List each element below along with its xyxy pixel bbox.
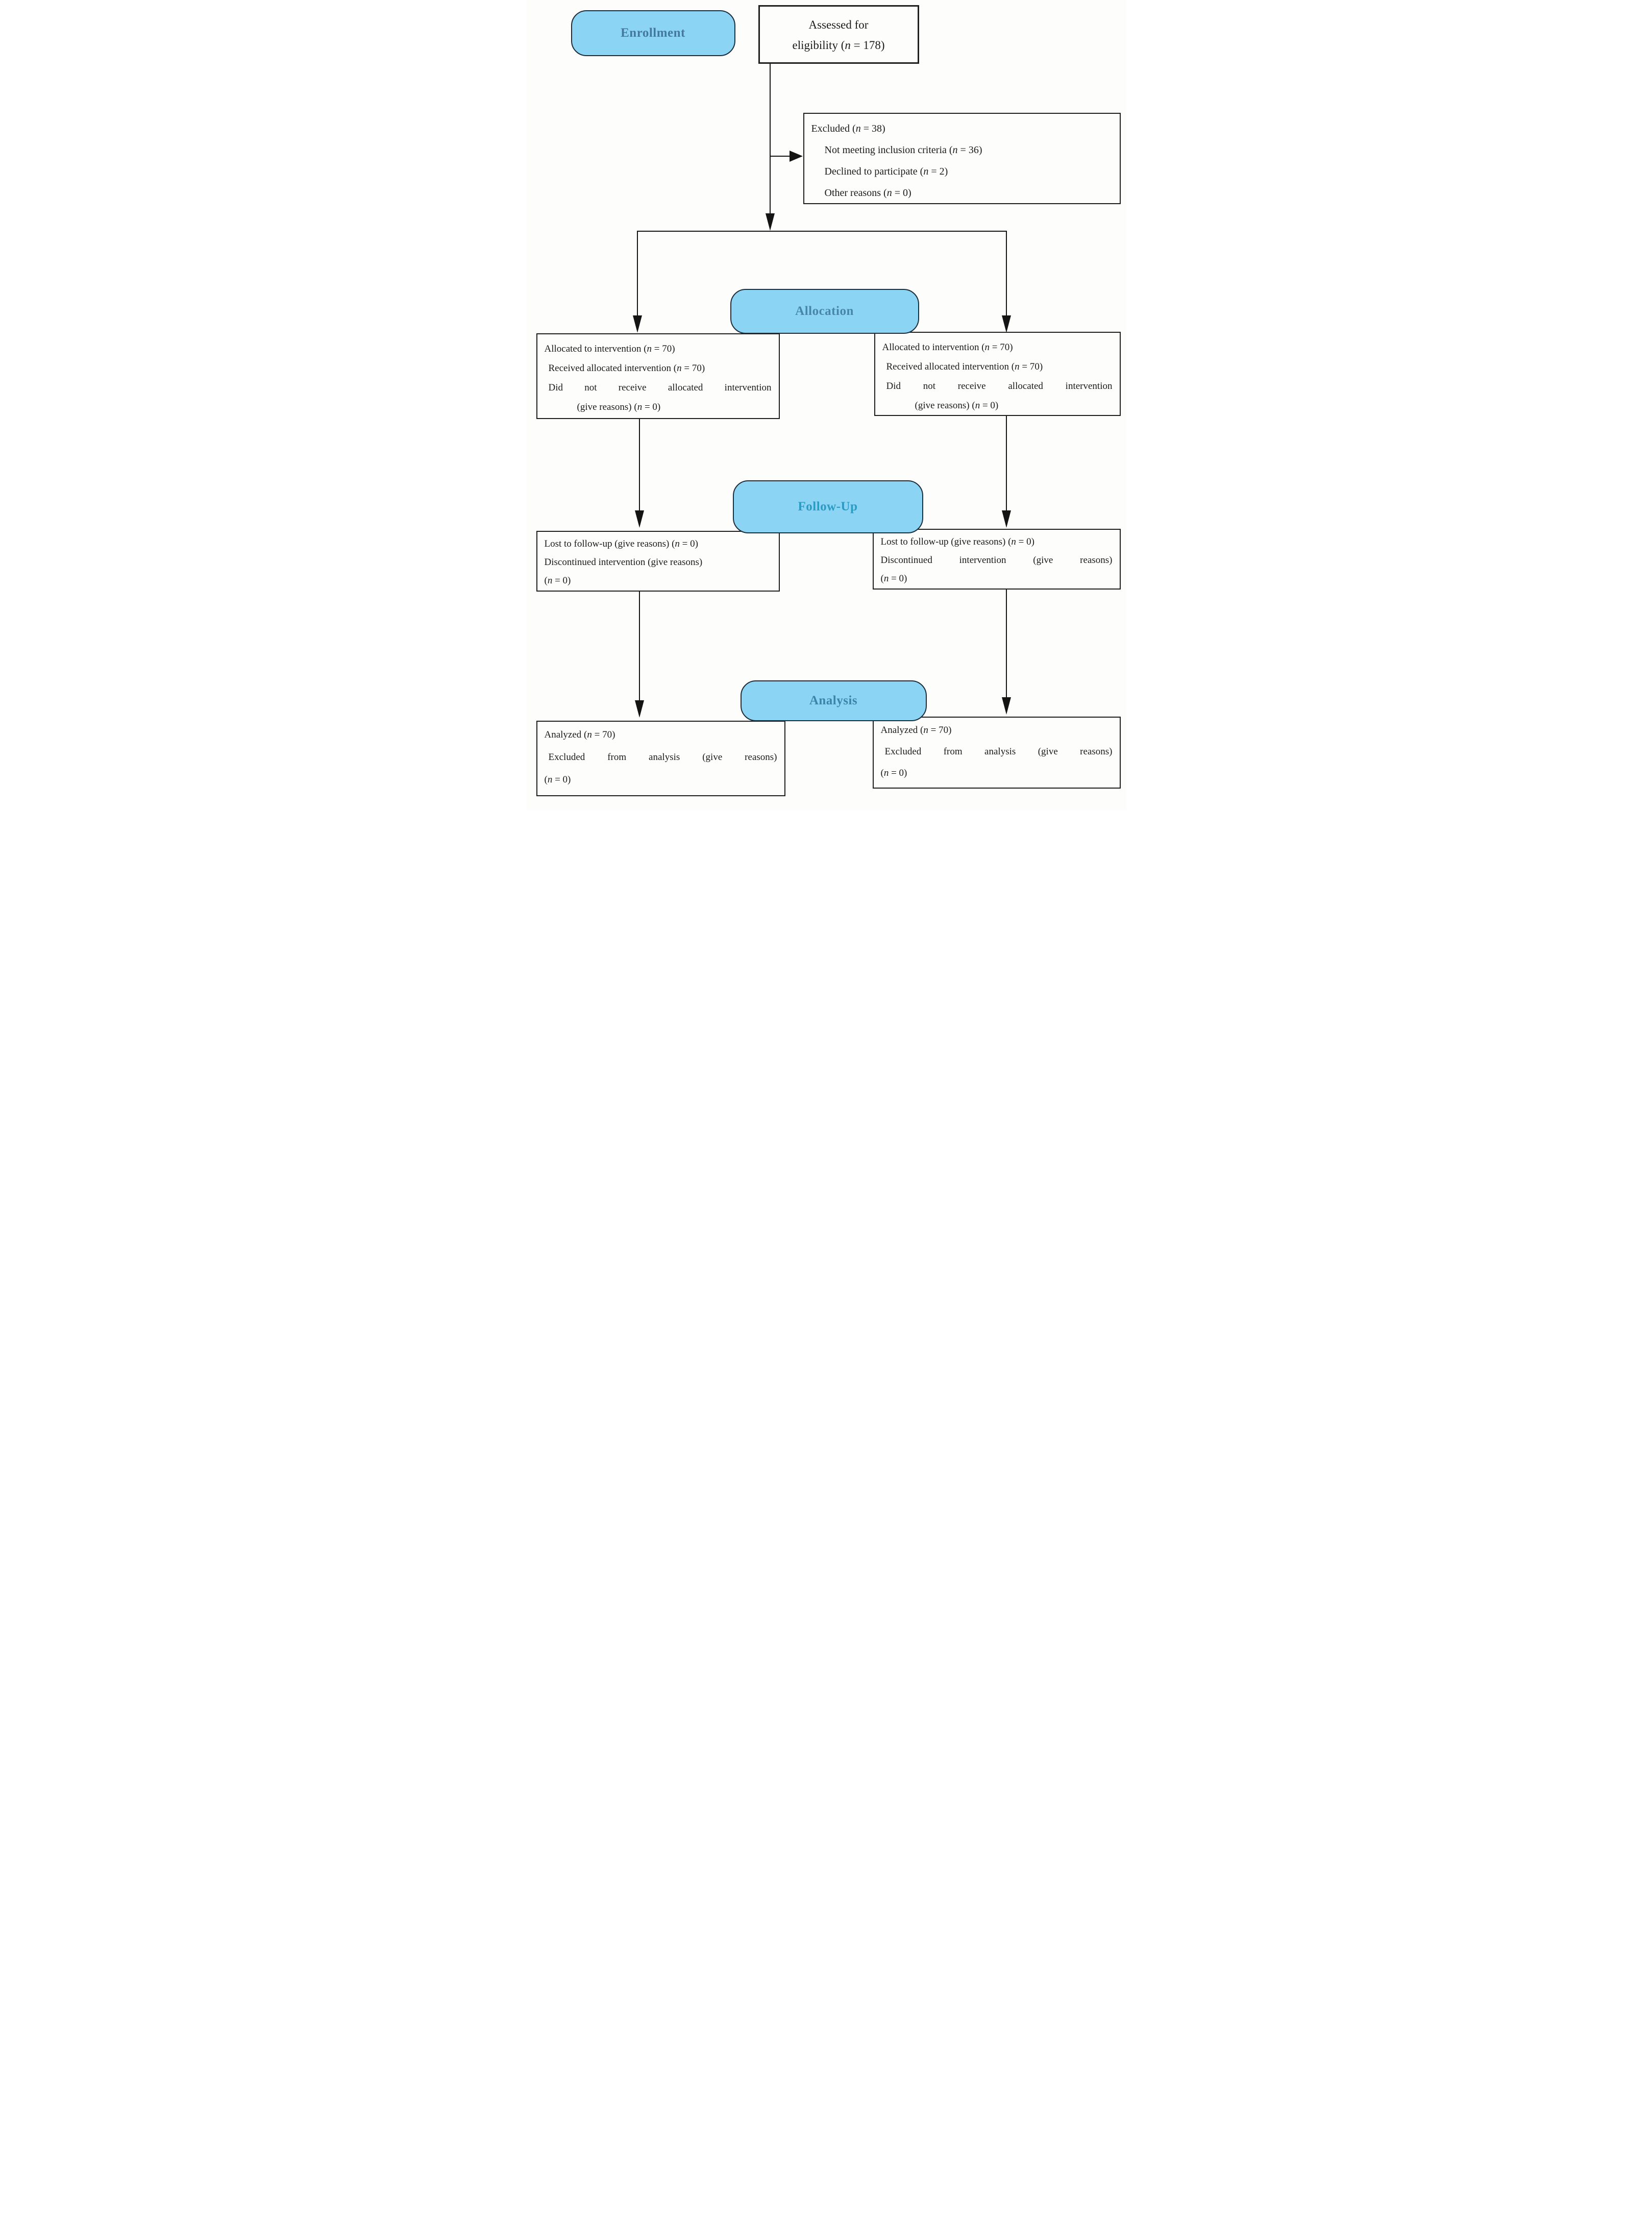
box-text-line: eligibility (n = 178) (792, 39, 885, 52)
box-text-line: Received allocated intervention (n = 70) (548, 363, 705, 374)
box-text-line: (give reasons) (n = 0) (577, 402, 661, 412)
arrow-down-icon (765, 213, 775, 231)
analysis-stage-label: Analysis (809, 694, 858, 707)
enrollment-stage-label: Enrollment (621, 26, 685, 40)
box-text-line: Discontinued intervention (give reasons) (880, 555, 1113, 566)
arrow-down-icon (1001, 510, 1011, 528)
box-text-line: Analyzed (n = 70) (880, 725, 952, 736)
connector-left-down (636, 231, 638, 315)
connector-excluded (770, 156, 790, 157)
box-text-line: Assessed for (808, 18, 869, 31)
arrow-down-icon (1001, 315, 1011, 333)
consort-flow-diagram: Enrollment Assessed for eligibility (n = … (526, 0, 1126, 811)
box-text-line: Declined to participate (n = 2) (824, 166, 948, 177)
connector-branch (637, 231, 1006, 232)
box-text-line: Allocated to intervention (n = 70) (544, 344, 675, 354)
connector-right-down (1005, 231, 1007, 315)
box-text-line: Allocated to intervention (n = 70) (882, 342, 1013, 353)
enrollment-stage-pill: Enrollment (571, 10, 735, 56)
connector-left-down (638, 592, 640, 700)
connector-right-down (1005, 590, 1007, 697)
allocation-stage-label: Allocation (795, 304, 854, 318)
box-text-line: (give reasons) (n = 0) (915, 400, 999, 411)
analysis-right-box: Analyzed (n = 70) Excluded from analysis … (872, 717, 1121, 789)
box-text-line: Received allocated intervention (n = 70) (886, 361, 1043, 372)
followup-right-box: Lost to follow-up (give reasons) (n = 0)… (872, 529, 1121, 590)
box-text-line: Lost to follow-up (give reasons) (n = 0) (880, 536, 1034, 547)
connector-left-down (638, 419, 640, 510)
box-text-line: Analyzed (n = 70) (544, 729, 615, 740)
arrow-down-icon (632, 315, 642, 333)
box-text-line: Did not receive allocated intervention (886, 381, 1113, 391)
arrow-down-icon (634, 510, 644, 528)
box-text-line: Discontinued intervention (give reasons) (544, 557, 703, 568)
arrow-right-icon (789, 151, 803, 162)
arrow-down-icon (634, 700, 644, 718)
box-text-line: Lost to follow-up (give reasons) (n = 0) (544, 538, 698, 549)
box-text-line: Excluded (n = 38) (811, 123, 885, 134)
box-text-line: (n = 0) (544, 575, 571, 586)
allocation-right-box: Allocated to intervention (n = 70) Receiv… (874, 332, 1121, 416)
box-text-line: Other reasons (n = 0) (824, 187, 911, 199)
excluded-box: Excluded (n = 38) Not meeting inclusion c… (803, 113, 1121, 204)
box-text-line: Excluded from analysis (give reasons) (548, 752, 777, 763)
connector-assessed-down (769, 64, 771, 213)
box-text-line: Did not receive allocated intervention (548, 382, 772, 393)
box-text-line: (n = 0) (544, 774, 571, 785)
box-text-line: (n = 0) (880, 573, 907, 584)
allocation-stage-pill: Allocation (730, 289, 919, 334)
analysis-left-box: Analyzed (n = 70) Excluded from analysis … (536, 721, 785, 796)
box-text-line: Excluded from analysis (give reasons) (884, 746, 1113, 757)
connector-right-down (1005, 416, 1007, 510)
followup-stage-label: Follow-Up (798, 500, 858, 513)
followup-left-box: Lost to follow-up (give reasons) (n = 0)… (536, 531, 780, 592)
allocation-left-box: Allocated to intervention (n = 70) Receiv… (536, 333, 780, 419)
box-text-line: Not meeting inclusion criteria (n = 36) (824, 144, 982, 156)
analysis-stage-pill: Analysis (740, 680, 927, 721)
followup-stage-pill: Follow-Up (732, 480, 923, 533)
arrow-down-icon (1001, 697, 1011, 715)
box-text-line: (n = 0) (880, 768, 907, 778)
assessed-eligibility-box: Assessed for eligibility (n = 178) (758, 5, 919, 64)
